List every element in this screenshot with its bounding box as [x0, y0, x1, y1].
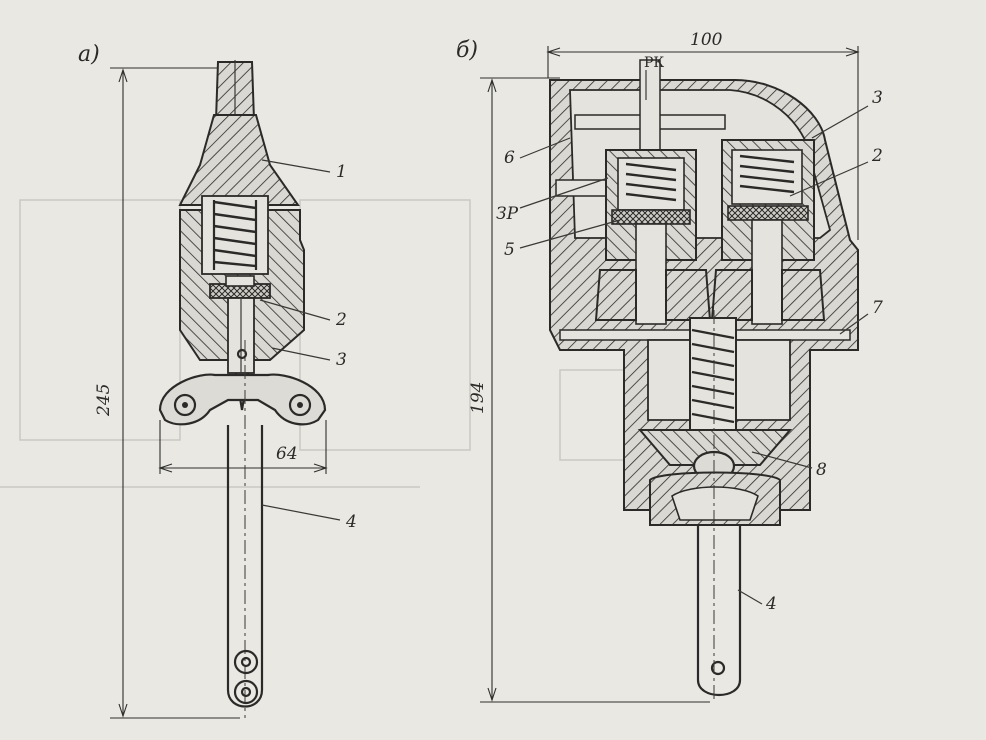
figure-b-label: б) — [456, 38, 479, 63]
figure-a-callout-3: 3 — [336, 350, 347, 370]
figure-b-callout-3: 3 — [872, 88, 883, 108]
figure-a-callout-2: 2 — [336, 310, 347, 330]
figure-b-drawing — [480, 46, 869, 703]
figure-b-callout-6: 6 — [504, 148, 515, 168]
figure-a-height-dimension: 245 — [94, 383, 114, 416]
port-label-zr: ЗР — [496, 204, 519, 224]
figure-a-label: а) — [78, 42, 100, 67]
figure-a-width-dimension: 64 — [276, 444, 298, 464]
figure-b-callout-8: 8 — [816, 460, 827, 480]
figure-b-width-dimension: 100 — [690, 30, 723, 50]
figure-a-callout-1: 1 — [336, 162, 347, 182]
figure-a-drawing — [110, 60, 341, 719]
figure-b-height-dimension: 194 — [468, 381, 488, 414]
port-label-rk: РК — [644, 55, 665, 71]
figure-b-callout-7: 7 — [872, 298, 883, 318]
figure-a-callout-4: 4 — [346, 512, 357, 532]
figure-b-callout-4: 4 — [766, 594, 777, 614]
figure-b-callout-2: 2 — [872, 146, 883, 166]
figure-b-callout-5: 5 — [504, 240, 515, 260]
